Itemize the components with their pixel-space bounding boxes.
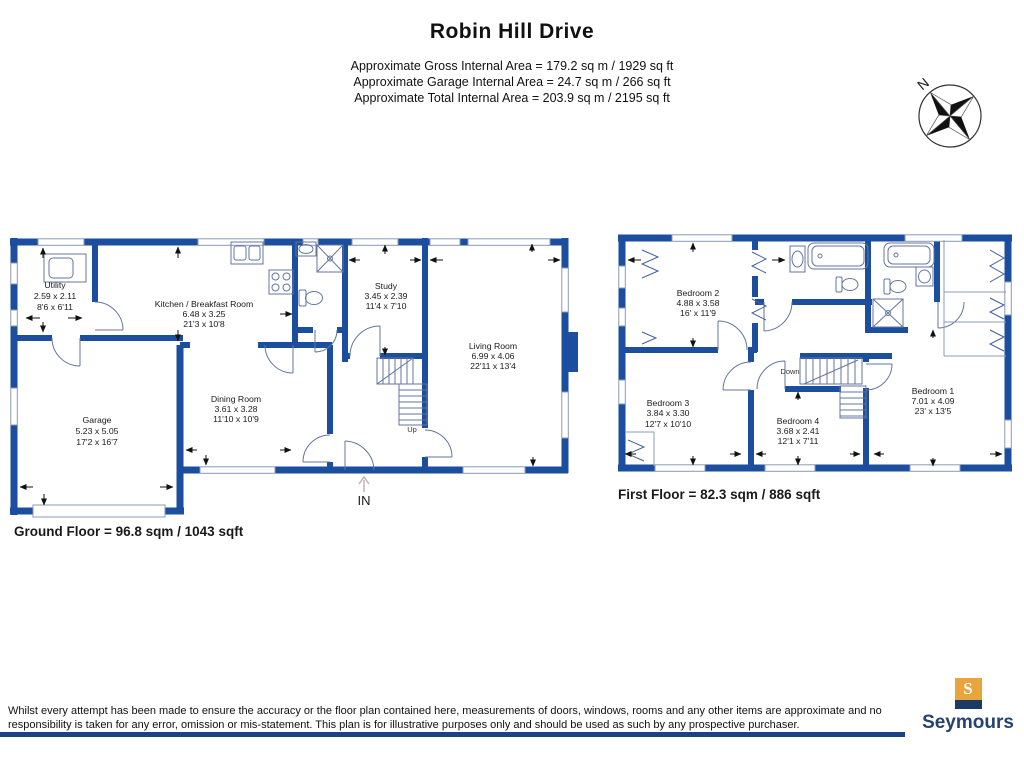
brand-name: Seymours (922, 712, 1014, 733)
wardrobe-icons (626, 240, 1006, 466)
room-label-bedroom3: Bedroom 3 (647, 398, 690, 408)
toilet-icon (298, 289, 323, 307)
room-label-garage: Garage (83, 415, 112, 425)
toilet-icon (835, 276, 859, 293)
room-dim-imperial: 17'2 x 16'7 (76, 437, 118, 447)
room-label-living: Living Room (469, 341, 517, 351)
logo-navy-block (954, 700, 982, 709)
room-dim-metric: 3.84 x 3.30 (647, 408, 690, 418)
room-dim-metric: 6.48 x 3.25 (183, 309, 226, 319)
utility-sink-icon (43, 253, 87, 283)
room-label-bedroom1: Bedroom 1 (912, 386, 955, 396)
logo-letter: S (963, 679, 973, 698)
logo-gold-block (954, 678, 982, 700)
room-dim-imperial: 12'1 x 7'11 (778, 436, 819, 446)
room-dim-imperial: 11'4 x 7'10 (366, 301, 407, 311)
first-floor-fixtures (789, 242, 935, 328)
ground-floor-windows (10, 238, 569, 518)
stairs-up-icon (376, 357, 428, 426)
seymours-logo-icon: S (954, 678, 982, 709)
bathtub-icon (807, 242, 869, 270)
room-label-bedroom2: Bedroom 2 (677, 288, 720, 298)
stairs-down-icon (799, 357, 867, 419)
entrance-arrow-icon (358, 475, 370, 492)
brand-logo: S Seymours (918, 678, 1018, 734)
footer-divider (0, 732, 905, 737)
stairs-down-label: Down (780, 367, 799, 376)
room-dim-metric: 3.45 x 2.39 (365, 291, 408, 301)
entrance-label: IN (358, 493, 371, 508)
room-dim-metric: 5.23 x 5.05 (76, 426, 119, 436)
garage-area-line: Approximate Garage Internal Area = 24.7 … (353, 75, 671, 89)
first-floor-caption: First Floor = 82.3 sqm / 886 sqft (618, 487, 821, 502)
room-dim-imperial: 16' x 11'9 (680, 308, 716, 318)
ground-floor-labels: Utility 2.59 x 2.11 8'6 x 6'11 Kitchen /… (34, 280, 517, 447)
room-label-kitchen: Kitchen / Breakfast Room (155, 299, 254, 309)
ground-floor-caption: Ground Floor = 96.8 sqm / 1043 sqft (14, 524, 244, 539)
ground-floor-plan: Utility 2.59 x 2.11 8'6 x 6'11 Kitchen /… (10, 238, 578, 539)
shower-icon (872, 298, 904, 328)
first-floor-plan: Bedroom 2 4.88 x 3.58 16' x 11'9 Bedroom… (618, 234, 1012, 502)
room-label-dining: Dining Room (211, 394, 261, 404)
basin-icon (915, 266, 934, 287)
compass-north-label: N (914, 74, 932, 93)
ground-floor-fixtures (43, 241, 344, 307)
disclaimer-text: Whilst every attempt has been made to en… (8, 705, 882, 731)
basin-icon (789, 245, 806, 273)
first-floor-doors (717, 301, 965, 391)
compass-rose: N (914, 74, 982, 148)
shower-icon (316, 244, 344, 273)
garage-door (32, 504, 166, 518)
room-dim-imperial: 8'6 x 6'11 (37, 302, 73, 312)
first-floor-windows (618, 234, 1012, 472)
room-dim-imperial: 22'11 x 13'4 (470, 361, 516, 371)
room-dim-metric: 2.59 x 2.11 (34, 291, 77, 301)
first-floor-labels: Bedroom 2 4.88 x 3.58 16' x 11'9 Bedroom… (645, 288, 955, 446)
gross-area-line: Approximate Gross Internal Area = 179.2 … (350, 59, 674, 73)
room-dim-metric: 6.99 x 4.06 (472, 351, 515, 361)
room-label-utility: Utility (44, 280, 66, 290)
header: Robin Hill Drive Approximate Gross Inter… (0, 20, 1024, 106)
room-dim-imperial: 12'7 x 10'10 (645, 419, 691, 429)
entrance: IN (358, 475, 371, 508)
room-dim-imperial: 23' x 13'5 (915, 406, 952, 416)
cooker-icon (268, 269, 294, 295)
room-dim-metric: 7.01 x 4.09 (912, 396, 955, 406)
room-dim-imperial: 11'10 x 10'9 (213, 414, 259, 424)
first-floor-dimension-arrows (624, 242, 1003, 467)
room-dim-metric: 3.68 x 2.41 (777, 426, 820, 436)
total-area-line: Approximate Total Internal Area = 203.9 … (354, 91, 670, 105)
stairs-up-label: Up (407, 425, 417, 434)
page-title: Robin Hill Drive (429, 20, 595, 43)
ground-floor-doors (51, 301, 453, 471)
compass-star-icon (925, 91, 975, 141)
bathtub-icon (883, 242, 935, 268)
room-label-bedroom4: Bedroom 4 (777, 416, 820, 426)
room-label-study: Study (375, 281, 398, 291)
room-dim-imperial: 21'3 x 10'8 (183, 319, 225, 329)
chimney-bay (565, 332, 578, 372)
first-floor-walls (618, 234, 1012, 472)
room-dim-metric: 3.61 x 3.28 (215, 404, 258, 414)
kitchen-sink-icon (230, 241, 264, 265)
basin-icon (295, 241, 317, 257)
toilet-icon (883, 278, 907, 295)
room-dim-metric: 4.88 x 3.58 (677, 298, 720, 308)
ground-floor-dimension-arrows (19, 243, 561, 506)
